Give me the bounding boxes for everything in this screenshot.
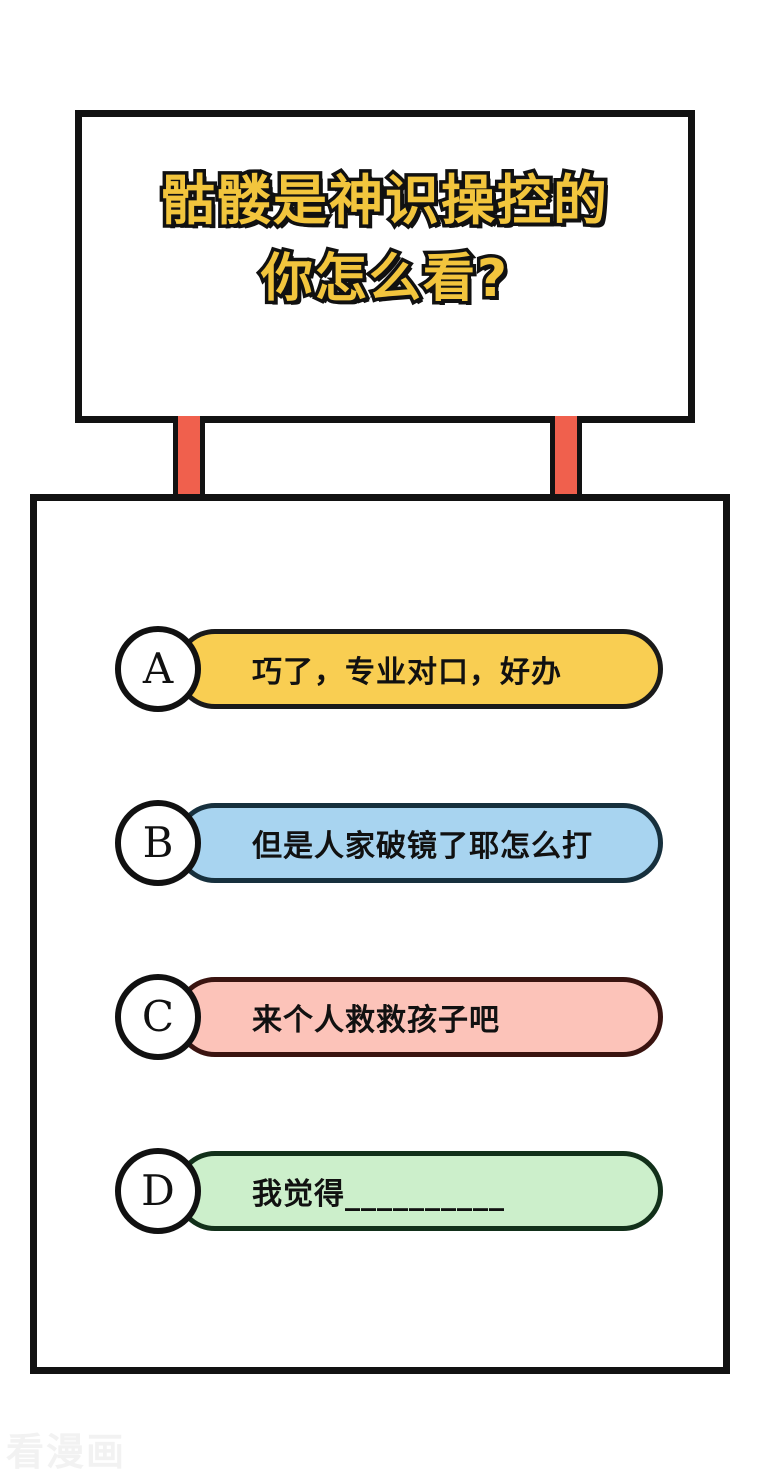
option-row[interactable]: 我觉得__________ D [115,1148,663,1234]
option-pill-a[interactable]: 巧了，专业对口，好办 [175,629,663,709]
option-row[interactable]: 来个人救救孩子吧 C [115,974,663,1060]
signpost-leg-left [173,416,205,502]
option-badge-a[interactable]: A [115,626,201,712]
signpost-leg-right [550,416,582,502]
option-label-d: 我觉得__________ [252,1177,505,1212]
site-watermark: 看漫画 [6,1430,127,1474]
question-title-line-1: 骷髅是神识操控的 [158,166,611,236]
option-row[interactable]: 但是人家破镜了耶怎么打 B [115,800,663,886]
option-pill-d[interactable]: 我觉得__________ [175,1151,663,1231]
option-label-a: 巧了，专业对口，好办 [252,655,562,690]
question-signboard: 骷髅是神识操控的 你怎么看? [75,110,695,423]
option-pill-c[interactable]: 来个人救救孩子吧 [175,977,663,1057]
options-board: 巧了，专业对口，好办 A 但是人家破镜了耶怎么打 B 来个人救救孩子吧 [30,494,730,1374]
option-pill-b[interactable]: 但是人家破镜了耶怎么打 [175,803,663,883]
option-letter-d: D [141,1166,175,1215]
option-badge-d[interactable]: D [115,1148,201,1234]
option-letter-c: C [141,992,175,1041]
question-title-line-2: 你怎么看? [257,245,510,312]
option-badge-b[interactable]: B [115,800,201,886]
option-row[interactable]: 巧了，专业对口，好办 A [115,626,663,712]
options-list: 巧了，专业对口，好办 A 但是人家破镜了耶怎么打 B 来个人救救孩子吧 [37,501,723,1367]
option-letter-b: B [142,818,174,867]
question-title: 骷髅是神识操控的 你怎么看? [82,165,688,314]
option-letter-a: A [142,644,174,693]
option-label-c: 来个人救救孩子吧 [252,1003,500,1038]
option-label-b: 但是人家破镜了耶怎么打 [252,829,593,864]
option-badge-c[interactable]: C [115,974,201,1060]
